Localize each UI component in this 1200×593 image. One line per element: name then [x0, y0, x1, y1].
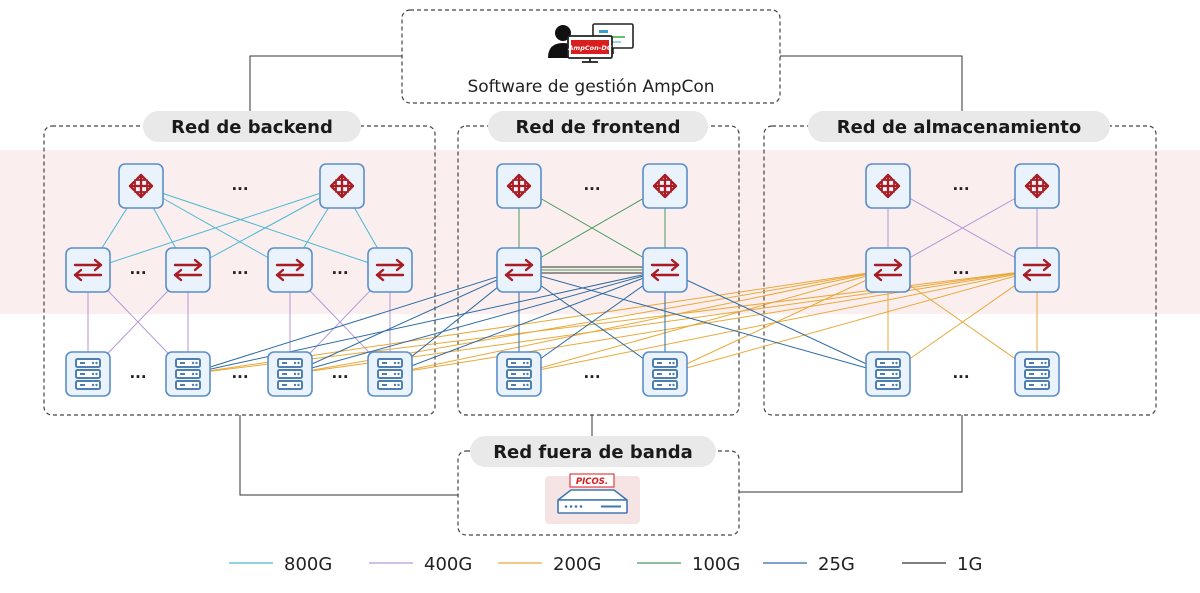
oob-switch: PICOS. — [545, 473, 640, 524]
link-1g — [780, 55, 963, 126]
ellipsis-label: ... — [231, 364, 248, 382]
management-label: Software de gestión AmpCon — [467, 77, 714, 97]
link-200g — [389, 269, 889, 375]
link-1g — [739, 415, 963, 493]
legend-label: 400G — [424, 554, 472, 575]
ellipsis-label: ... — [231, 176, 248, 194]
server-node — [1014, 351, 1060, 397]
link-1g — [249, 55, 402, 126]
link-25g — [664, 269, 889, 375]
ampcon-brand-label: AmpCon-DC — [567, 44, 611, 52]
link-200g — [664, 269, 1038, 375]
legend-item: 1G — [902, 554, 982, 575]
management-console: AmpCon-DC — [548, 23, 634, 63]
server-node — [65, 351, 111, 397]
zone-title-oob: Red fuera de banda — [470, 436, 716, 467]
spine-switch — [319, 163, 365, 209]
server-node — [165, 351, 211, 397]
ellipsis-label: ... — [129, 260, 146, 278]
zone-title-frontend-label: Red de frontend — [516, 117, 681, 138]
legend-label: 1G — [957, 554, 982, 575]
picos-brand-label: PICOS. — [576, 477, 608, 487]
zone-title-frontend: Red de frontend — [488, 111, 708, 142]
devices: .................................... — [65, 163, 1060, 397]
legend-item: 800G — [229, 554, 332, 575]
server-node — [367, 351, 413, 397]
switch-chassis-icon — [557, 489, 628, 514]
link-800g — [87, 185, 343, 271]
monitor-front-icon: AmpCon-DC — [567, 35, 613, 63]
link-800g — [187, 185, 343, 271]
legend-label: 25G — [818, 554, 855, 575]
link-25g — [518, 269, 889, 375]
link-200g — [887, 269, 1038, 375]
server-node — [865, 351, 911, 397]
link-25g — [187, 269, 520, 375]
ellipsis-label: ... — [331, 260, 348, 278]
ellipsis-label: ... — [331, 364, 348, 382]
spine-switch — [865, 163, 911, 209]
leaf-switch — [165, 247, 211, 293]
ellipsis-label: ... — [952, 260, 969, 278]
zone-title-backend-label: Red de backend — [171, 117, 333, 138]
spine-switch — [118, 163, 164, 209]
leaf-switch — [496, 247, 542, 293]
link-200g — [289, 269, 1038, 375]
zone-title-oob-label: Red fuera de banda — [493, 442, 693, 463]
ellipsis-label: ... — [583, 176, 600, 194]
leaf-switch — [865, 247, 911, 293]
legend-label: 800G — [284, 554, 332, 575]
leaf-switch — [367, 247, 413, 293]
ellipsis-label: ... — [231, 260, 248, 278]
zone-title-storage: Red de almacenamiento — [808, 111, 1110, 142]
ellipsis-label: ... — [952, 176, 969, 194]
legend-label: 100G — [692, 554, 740, 575]
spine-switch — [642, 163, 688, 209]
legend-item: 400G — [369, 554, 472, 575]
leaf-switch — [267, 247, 313, 293]
management-box — [401, 9, 781, 104]
legend-item: 100G — [637, 554, 740, 575]
ellipsis-label: ... — [583, 364, 600, 382]
legend-label: 200G — [553, 554, 601, 575]
ellipsis-label: ... — [129, 364, 146, 382]
leaf-switch — [1014, 247, 1060, 293]
link-25g — [518, 269, 666, 375]
link-1g — [239, 415, 458, 496]
link-100g — [518, 185, 666, 271]
link-400g — [887, 185, 1038, 271]
link-25g — [289, 269, 520, 375]
link-200g — [518, 269, 1038, 375]
server-node — [642, 351, 688, 397]
ellipsis-label: ... — [952, 364, 969, 382]
spine-switch — [1014, 163, 1060, 209]
leaf-switch — [642, 247, 688, 293]
spine-switch — [496, 163, 542, 209]
server-node — [267, 351, 313, 397]
server-node — [496, 351, 542, 397]
oob-zone — [457, 450, 740, 536]
links-1g — [239, 55, 963, 496]
link-25g — [389, 269, 666, 375]
zone-title-backend: Red de backend — [143, 111, 361, 142]
leaf-switch — [65, 247, 111, 293]
frontend-zone — [457, 125, 740, 416]
legend-item: 25G — [763, 554, 855, 575]
legend: 800G 400G 200G 100G 25G 1G — [229, 554, 982, 575]
link-25g — [289, 269, 666, 375]
zone-title-storage-label: Red de almacenamiento — [837, 117, 1082, 138]
legend-item: 200G — [498, 554, 601, 575]
storage-zone — [763, 125, 1157, 416]
